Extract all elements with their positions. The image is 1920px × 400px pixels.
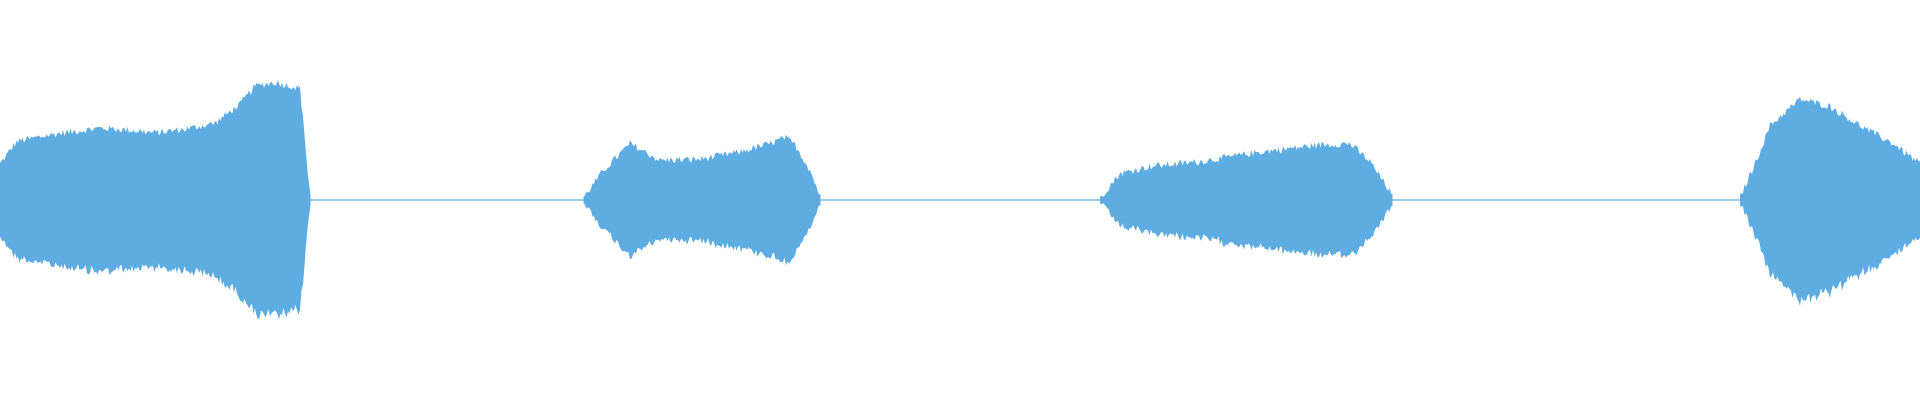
waveform-segment-3 xyxy=(1100,141,1393,259)
waveform-segment-4 xyxy=(1740,96,1920,306)
waveform-segment-2 xyxy=(583,134,821,266)
waveform-segments xyxy=(0,80,1920,320)
waveform-segment-1 xyxy=(0,80,311,320)
